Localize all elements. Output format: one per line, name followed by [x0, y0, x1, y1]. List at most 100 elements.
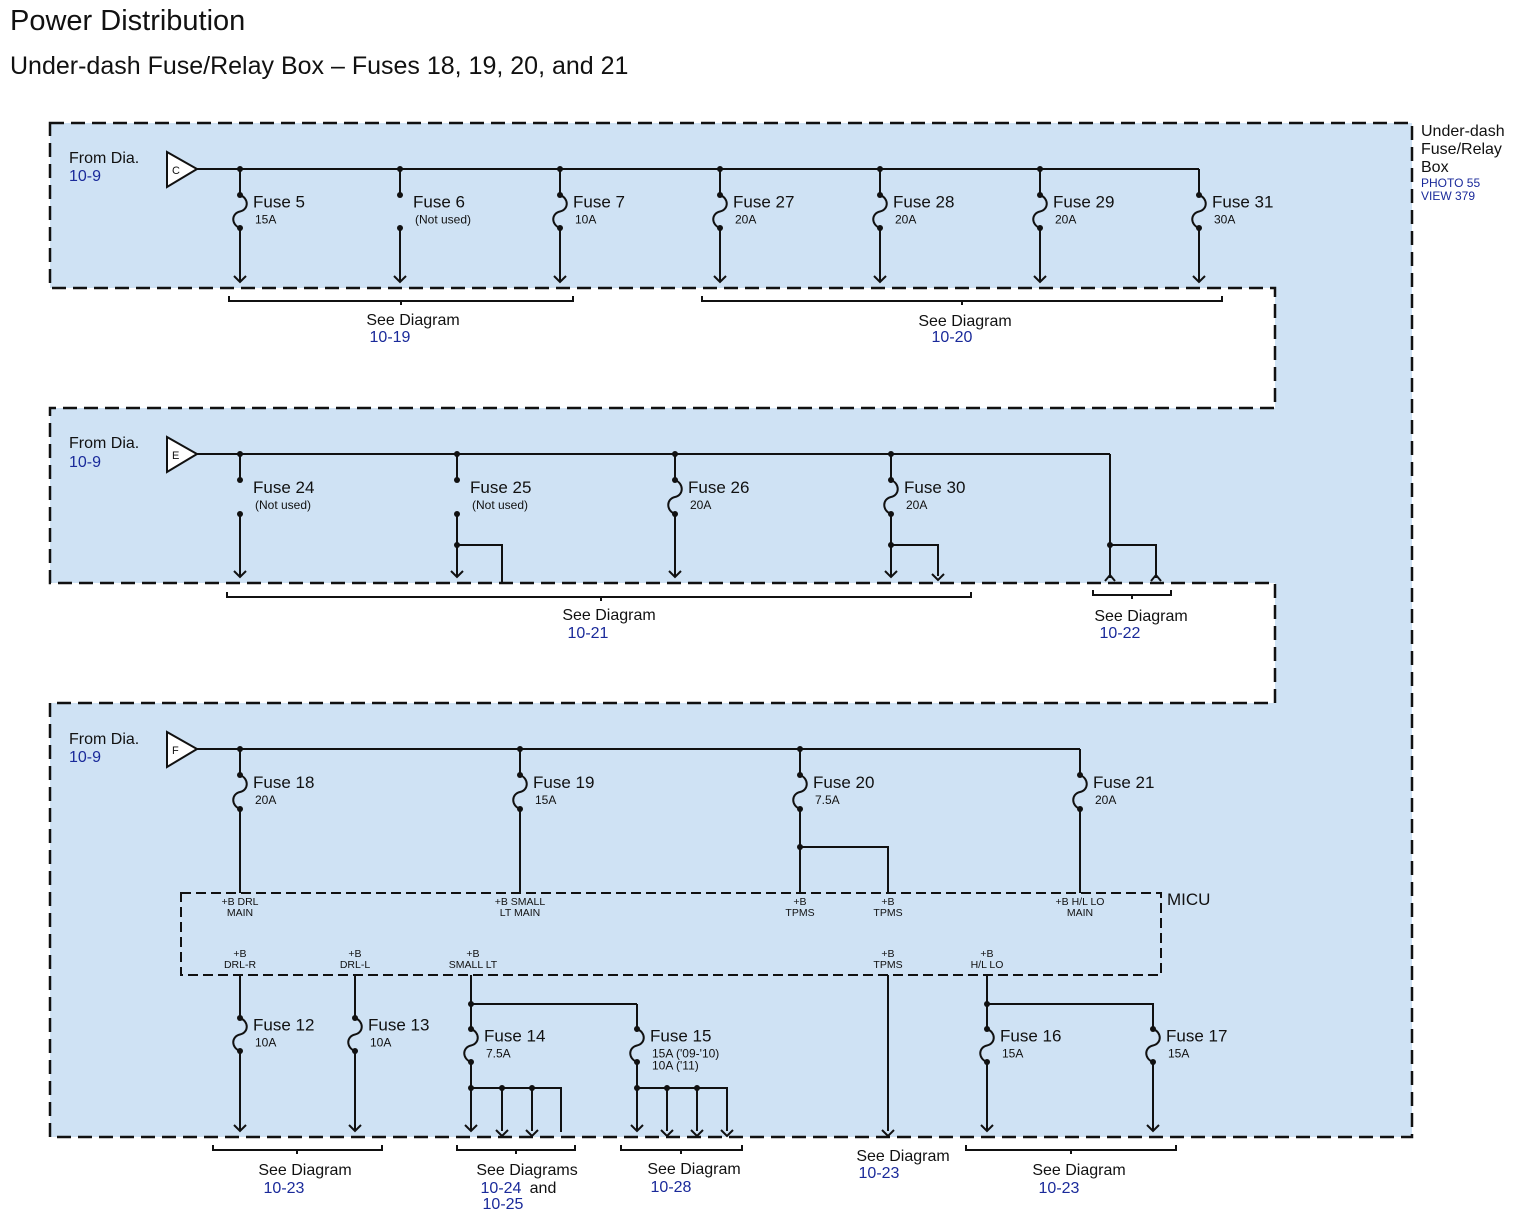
photo-link[interactable]: PHOTO 55 — [1421, 176, 1480, 190]
terminal-dot — [237, 1048, 243, 1054]
ref-10-23[interactable]: 10-23 — [859, 1165, 900, 1182]
fuse-symbol-icon — [552, 194, 568, 229]
terminal-dot — [797, 772, 803, 778]
ref-10-20[interactable]: 10-20 — [932, 329, 973, 346]
fuse-name: Fuse 29 — [1053, 193, 1114, 212]
fuse-name: Fuse 15 — [650, 1027, 711, 1046]
fuse-symbol-icon — [1145, 1028, 1161, 1063]
view-link[interactable]: VIEW 379 — [1421, 189, 1475, 203]
terminal-dot — [877, 225, 883, 231]
connector-c-label: C — [172, 165, 180, 177]
ref-10-25[interactable]: 10-25 — [483, 1196, 524, 1213]
junction-dot — [237, 166, 243, 172]
micu-box — [180, 892, 1162, 976]
terminal-dot — [237, 225, 243, 231]
fuse-25: Fuse 25(Not used) — [450, 451, 531, 579]
junction-dot — [499, 1085, 505, 1091]
fuse-name: Fuse 5 — [253, 193, 305, 212]
bracket-f2 — [456, 1145, 576, 1154]
from-dia-link-c[interactable]: 10-9 — [69, 168, 101, 185]
pin-label: +B — [881, 948, 894, 960]
terminal-dot — [557, 192, 563, 198]
see-diagram-label: See Diagram — [366, 312, 459, 329]
pin-label: +B DRL — [221, 896, 258, 908]
pin-label: MAIN — [1067, 907, 1093, 919]
junction-dot — [557, 166, 563, 172]
pin-label: +B — [793, 896, 806, 908]
fuse-name: Fuse 20 — [813, 773, 874, 792]
junction-dot — [664, 1085, 670, 1091]
connector-f-label: F — [172, 745, 179, 757]
page-subtitle: Under-dash Fuse/Relay Box – Fuses 18, 19… — [10, 52, 628, 80]
fuse-rating: 15A — [255, 213, 276, 227]
ref-10-21[interactable]: 10-21 — [568, 625, 609, 642]
terminal-dot — [517, 772, 523, 778]
from-dia-label: From Dia. — [69, 150, 139, 167]
fuse-6: Fuse 6(Not used) — [393, 166, 471, 284]
ref-10-19[interactable]: 10-19 — [370, 329, 411, 346]
junction-dot — [397, 166, 403, 172]
fuse-rating: 15A — [1002, 1047, 1023, 1061]
fuse-box-border — [48, 121, 1414, 1139]
fuse-symbol-icon — [232, 774, 248, 810]
arrow-icon — [660, 1129, 734, 1138]
fuse-name: Fuse 19 — [533, 773, 594, 792]
terminal-dot — [672, 477, 678, 483]
pin-label: DRL-R — [224, 959, 257, 971]
pin-label: +B — [348, 948, 361, 960]
terminal-dot — [352, 1048, 358, 1054]
terminal-dot — [984, 1059, 990, 1065]
fuse-symbol-icon — [883, 479, 899, 515]
ref-10-28[interactable]: 10-28 — [651, 1179, 692, 1196]
fuse-name: Fuse 17 — [1166, 1027, 1227, 1046]
terminal-dot — [672, 511, 678, 517]
bracket-c1 — [228, 296, 574, 305]
ref-10-24[interactable]: 10-24 — [481, 1180, 522, 1197]
from-dia-link-e[interactable]: 10-9 — [69, 454, 101, 471]
junction-dot — [468, 1085, 474, 1091]
terminal-dot — [468, 1026, 474, 1032]
junction-dot — [454, 542, 460, 548]
box-label-line1: Under-dash — [1421, 123, 1505, 140]
fuse-symbol-icon — [463, 1028, 479, 1063]
ref-10-23[interactable]: 10-23 — [1039, 1180, 1080, 1197]
fuse-symbol-icon — [347, 1017, 363, 1052]
from-dia-label: From Dia. — [69, 731, 139, 748]
pin-label: +B — [980, 948, 993, 960]
arrow-icon — [233, 570, 247, 579]
fuse-group-e: Fuse 24(Not used)Fuse 25(Not used)Fuse 2… — [233, 451, 965, 579]
terminal-dot — [1150, 1026, 1156, 1032]
junction-dot — [529, 1085, 535, 1091]
fuse-rating: 10A — [370, 1036, 391, 1050]
ref-10-23[interactable]: 10-23 — [264, 1180, 305, 1197]
box-label-line3: Box — [1421, 159, 1449, 176]
fuse-rating: 20A — [735, 213, 756, 227]
ref-10-22[interactable]: 10-22 — [1100, 625, 1141, 642]
see-diagram-label: See Diagram — [562, 607, 655, 624]
junction-dot — [797, 844, 803, 850]
fuse-name: Fuse 28 — [893, 193, 954, 212]
bracket-e1 — [226, 592, 972, 601]
fuse-symbol-icon — [1032, 194, 1048, 229]
fuse-rating: 10A — [255, 1036, 276, 1050]
from-dia-link-f[interactable]: 10-9 — [69, 749, 101, 766]
from-dia-label: From Dia. — [69, 435, 139, 452]
fuse-symbol-icon — [1191, 194, 1207, 229]
terminal-dot — [237, 511, 243, 517]
connector-e-label: E — [172, 450, 179, 462]
fuse-box-outline — [50, 123, 1412, 1137]
section-e: From Dia. 10-9 E Fuse 24(Not used)Fuse 2… — [69, 435, 1188, 642]
terminal-dot — [397, 192, 403, 198]
micu-pin-bottom: +BH/L LO — [971, 948, 1004, 971]
pin-label: MAIN — [227, 907, 253, 919]
arrow-icon — [873, 275, 887, 284]
bracket-f3 — [620, 1145, 743, 1154]
junction-dot — [797, 746, 803, 752]
